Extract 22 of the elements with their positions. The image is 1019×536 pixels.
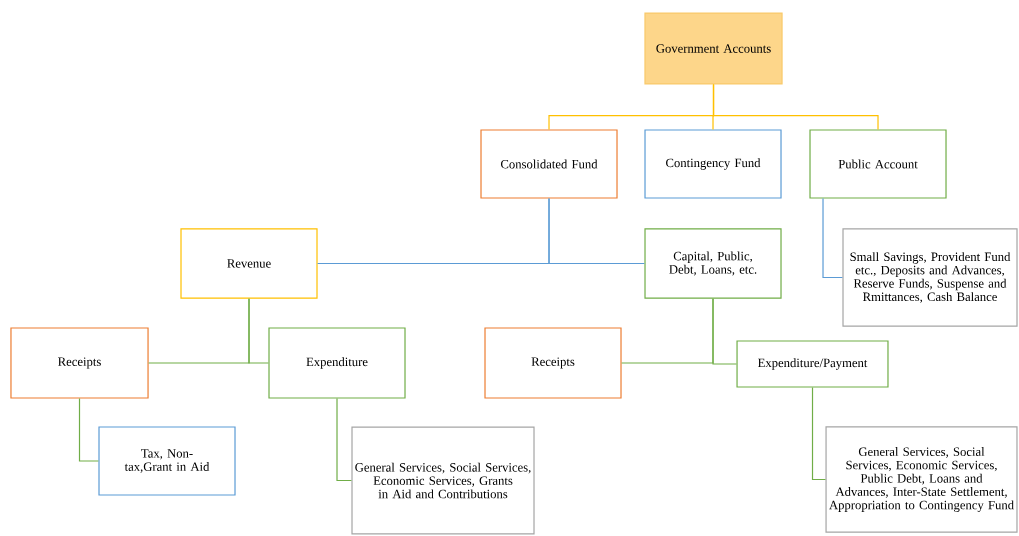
connector-line xyxy=(712,298,738,365)
fund-box: Consolidated Fund xyxy=(480,129,618,199)
detail-box: General Services, Social Services, Economic Services, Public Debt, Loans and Advances, Inter-State Settlement, Appropriation to Contingency Fund xyxy=(825,426,1018,533)
category-box: Capital, Public, Debt, Loans, etc. xyxy=(644,228,782,299)
category-box: Revenue xyxy=(180,228,318,299)
category-box: Receipts xyxy=(484,327,622,399)
connector-line xyxy=(811,387,827,481)
connector-line xyxy=(336,398,352,482)
category-box: Receipts xyxy=(10,327,149,399)
detail-box: Small Savings, Provident Fund etc., Deposits and Advances, Reserve Funds, Suspense and Rmittances, Cash Balance xyxy=(842,228,1018,327)
category-box: Expenditure xyxy=(268,327,406,399)
connector-line xyxy=(712,83,879,130)
detail-box: Tax, Non-tax,Grant in Aid xyxy=(98,426,236,496)
fund-box: Public Account xyxy=(809,129,947,199)
connector-line xyxy=(548,198,645,265)
connector-line xyxy=(248,298,269,364)
fund-box: Contingency Fund xyxy=(644,129,782,199)
category-box: Expenditure/Payment xyxy=(736,340,889,388)
detail-box: General Services, Social Services, Economic Services, Grants in Aid and Contributions xyxy=(351,426,535,535)
connector-line xyxy=(822,198,843,279)
root-box: Government Accounts xyxy=(644,12,783,85)
connector-line xyxy=(78,398,99,462)
